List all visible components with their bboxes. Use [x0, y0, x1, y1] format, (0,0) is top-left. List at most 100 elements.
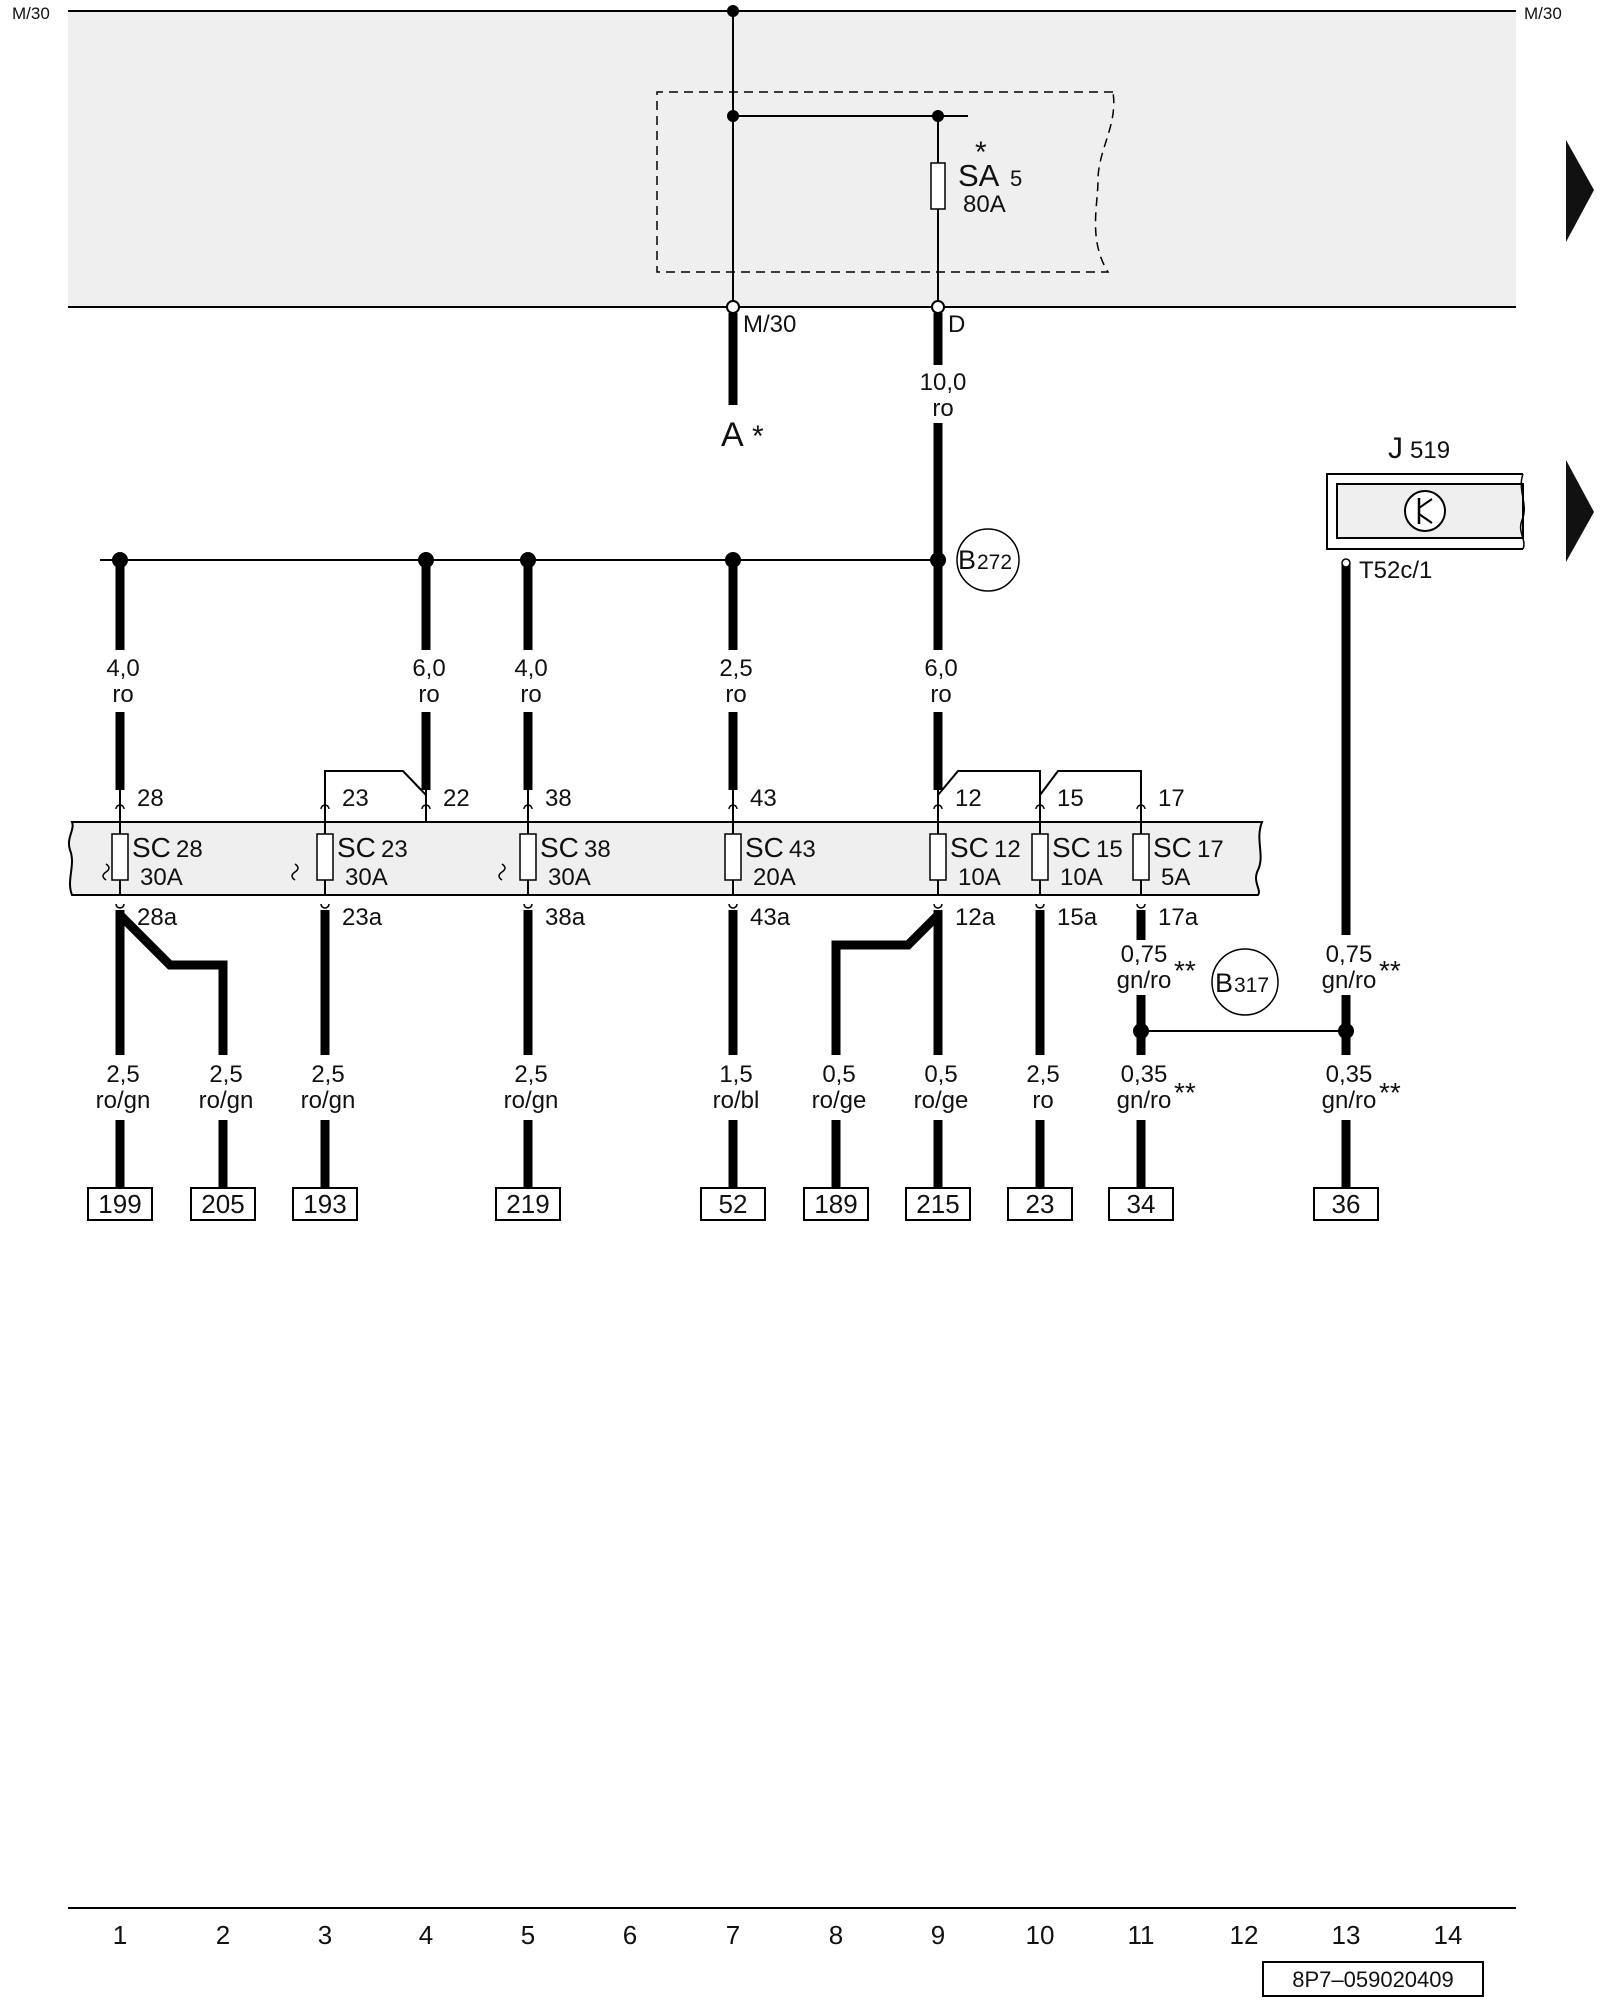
pin-arc	[1136, 804, 1146, 810]
top-pin-label: 22	[443, 785, 470, 812]
label-bg	[1103, 1063, 1179, 1119]
main-feed-color: ro	[932, 395, 953, 422]
destination-label: 215	[916, 1189, 959, 1219]
upper-wire-color: ro	[112, 681, 133, 708]
lower-wire-color: ro/gn	[504, 1087, 559, 1114]
label-bg	[82, 1063, 158, 1119]
upper-wire-gauge: 4,0	[106, 655, 139, 682]
lower-wire-color: gn/ro	[1322, 1087, 1377, 1114]
lower-wire-color: ro/ge	[812, 1087, 867, 1114]
pin-arc	[523, 903, 533, 909]
lower-wire-gauge: 2,5	[209, 1061, 242, 1088]
lower-wire-color: ro	[1032, 1087, 1053, 1114]
bottom-pin-label: 23a	[342, 904, 383, 931]
fuse-symbol	[1031, 833, 1049, 881]
destination-box	[292, 1187, 358, 1221]
mid-wire-color: gn/ro	[1117, 967, 1172, 994]
lower-wire-gauge: 1,5	[719, 1061, 752, 1088]
label-bg	[490, 1063, 566, 1119]
upper-wire-color: ro	[418, 681, 439, 708]
top-pin-label: 28	[137, 785, 164, 812]
lower-wire-gauge: 0,5	[924, 1061, 957, 1088]
column-number: 11	[1128, 1920, 1155, 1950]
sa5-name: SA	[958, 158, 1000, 193]
mid-wire-color: gn/ro	[1322, 967, 1377, 994]
b272-prefix: B	[958, 545, 976, 575]
b317-number: 317	[1234, 974, 1269, 997]
label-bg	[798, 1063, 874, 1119]
destination-label: 205	[201, 1189, 244, 1219]
pin-arc	[1035, 903, 1045, 909]
fuse-rating: 10A	[958, 864, 1001, 891]
wire-a-label: A	[721, 416, 744, 454]
column-number: 9	[931, 1920, 945, 1950]
column-number: 1	[113, 1920, 127, 1950]
top-pin-label: 15	[1057, 785, 1084, 812]
sa5-fuse-symbol	[930, 162, 946, 210]
column-number: 2	[216, 1920, 230, 1950]
j519-box-break	[1519, 473, 1526, 550]
fuse-symbol	[111, 833, 129, 881]
diagram-code-box	[1262, 1961, 1484, 1997]
jumper-23-22	[324, 770, 427, 822]
fuse-rating: 10A	[1060, 864, 1103, 891]
fuse-rating: 5A	[1161, 864, 1190, 891]
destination-label: 199	[98, 1189, 141, 1219]
d-terminal	[931, 300, 945, 314]
lower-wire-gauge: 2,5	[514, 1061, 547, 1088]
lower-wire-mark: **	[1379, 1077, 1401, 1108]
sa5-star: *	[975, 136, 987, 169]
lower-wire	[116, 911, 228, 1055]
m30-terminal-label: M/30	[743, 311, 796, 338]
label-bg	[695, 1063, 771, 1119]
sc-fuse-strip	[68, 821, 1264, 896]
fuse-number: 23	[381, 836, 408, 863]
destination-box	[700, 1187, 766, 1221]
destination-label: 193	[303, 1189, 346, 1219]
j519-number: 519	[1410, 437, 1450, 464]
b272-symbol	[956, 528, 1020, 592]
lower-wire-color: ro/gn	[199, 1087, 254, 1114]
lower-wire-color: ro/gn	[96, 1087, 151, 1114]
lower-wire-gauge: 2,5	[1026, 1061, 1059, 1088]
column-number: 14	[1434, 1920, 1463, 1950]
column-number: 8	[829, 1920, 843, 1950]
relay-glyph	[291, 863, 299, 881]
j519-transistor-icon	[1404, 490, 1446, 532]
fuse-number: 28	[176, 836, 203, 863]
fuse-name: SC	[1153, 832, 1192, 863]
lower-wire-gauge: 0,35	[1121, 1061, 1168, 1088]
b317-prefix: B	[1215, 968, 1233, 998]
destination-box	[495, 1187, 561, 1221]
upper-wire-color: ro	[520, 681, 541, 708]
j519-pin-label: T52c/1	[1359, 557, 1432, 584]
j519-pin-node	[1341, 558, 1351, 568]
lower-wire-color: ro/ge	[914, 1087, 969, 1114]
destination-label: 52	[719, 1189, 748, 1219]
top-pin-label: 23	[342, 785, 369, 812]
m30-right-label: M/30	[1524, 4, 1562, 23]
sa5-rating: 80A	[963, 191, 1006, 218]
pin-arc	[115, 804, 125, 810]
top-pin-label: 12	[955, 785, 982, 812]
pin-arc	[728, 903, 738, 909]
mid-wire-gauge: 0,75	[1326, 941, 1373, 968]
j519-box	[1326, 473, 1523, 550]
pin-arc	[933, 804, 943, 810]
top-pin-label: 38	[545, 785, 572, 812]
fuse-symbol	[929, 833, 947, 881]
pin-arc	[728, 804, 738, 810]
label-bg	[185, 1063, 261, 1119]
column-number: 6	[623, 1920, 637, 1950]
fuse-rating: 30A	[548, 864, 591, 891]
m30-left-label: M/30	[12, 4, 50, 23]
column-number: 10	[1026, 1920, 1055, 1950]
b317-symbol	[1211, 948, 1279, 1016]
fuse-name: SC	[950, 832, 989, 863]
pin-arc	[115, 903, 125, 909]
column-number: 3	[318, 1920, 332, 1950]
pin-arc	[421, 804, 431, 810]
jumper-12-15	[937, 770, 1041, 822]
